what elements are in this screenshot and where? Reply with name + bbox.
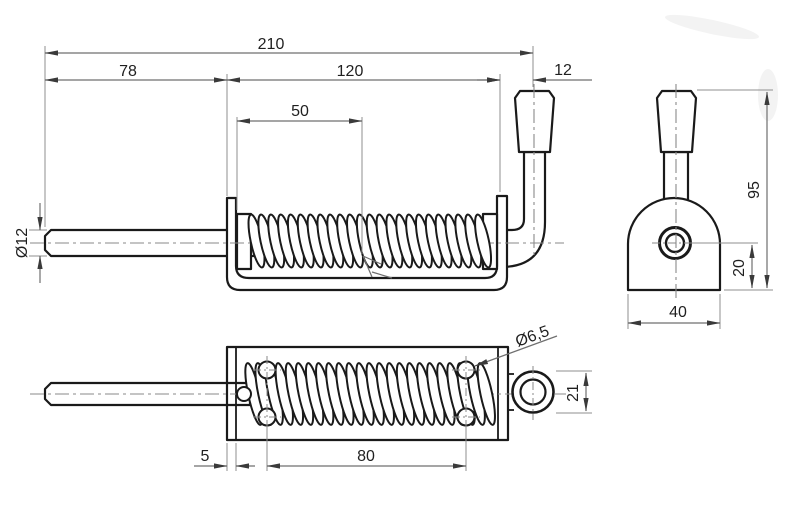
dim-120-label: 120 (337, 63, 364, 80)
side-view-dimensions: 95 20 40 (627, 89, 773, 329)
dim-hole-diameter-label: Ø6,5 (513, 323, 552, 351)
dim-21-label: 21 (565, 384, 582, 402)
front-view-dimensions: 210 78 120 12 50 Ø12 (14, 36, 592, 283)
top-view (30, 345, 566, 442)
dim-12-label: 12 (554, 62, 572, 79)
dim-20-label: 20 (731, 259, 748, 277)
dim-5-label: 5 (201, 448, 210, 465)
dim-40-label: 40 (669, 304, 687, 321)
front-view (30, 84, 564, 292)
dim-rod-diameter-label: Ø12 (14, 228, 31, 258)
spring-front (247, 213, 493, 269)
dim-80-label: 80 (357, 448, 375, 465)
dim-50-label: 50 (291, 103, 309, 120)
spring-leader-arrow (362, 255, 393, 279)
mounting-strap (225, 194, 509, 292)
side-view (626, 84, 722, 302)
dim-78-label: 78 (119, 63, 137, 80)
top-rod-pin (236, 386, 252, 402)
dim-95-label: 95 (746, 181, 763, 199)
dim-210-label: 210 (258, 36, 285, 53)
spring-coil (474, 213, 493, 269)
